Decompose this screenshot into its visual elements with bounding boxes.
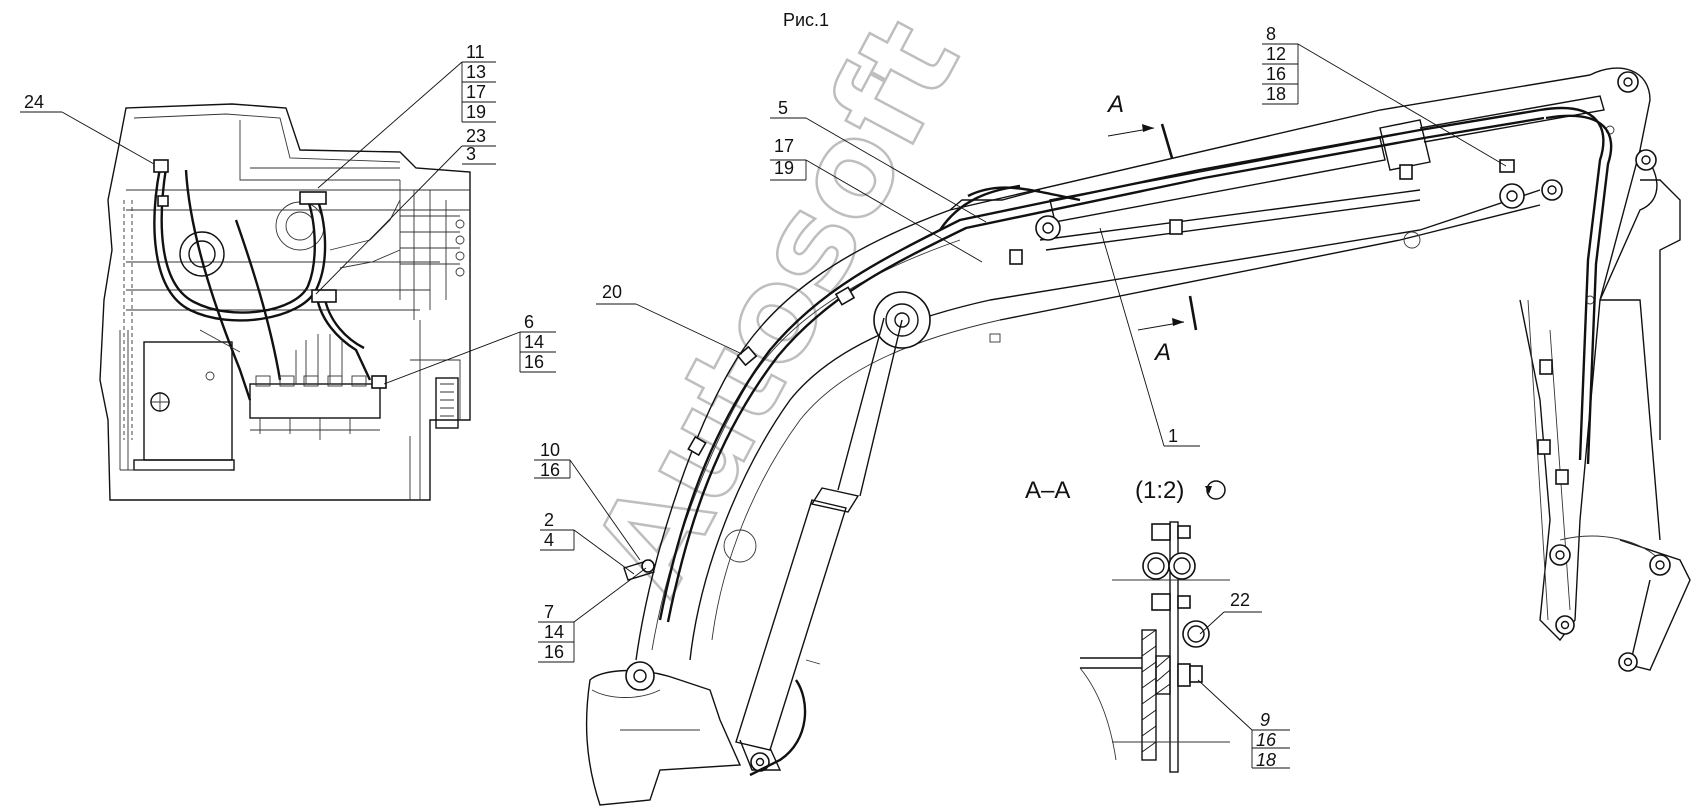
callout-labels: 24 11 13 17 19 23 3 6 14 16 5 17 19 20 1… bbox=[24, 24, 1286, 770]
hatching bbox=[1155, 655, 1171, 695]
callout-16: 16 bbox=[1266, 64, 1286, 84]
callout-16: 16 bbox=[524, 352, 544, 372]
callout-20: 20 bbox=[602, 282, 622, 302]
callout-8: 8 bbox=[1266, 24, 1276, 44]
section-aa-detail: А–А (1:2) bbox=[1025, 477, 1230, 773]
section-cut-markers: А А bbox=[1106, 91, 1198, 366]
callout-9: 9 bbox=[1260, 710, 1270, 730]
callout-leaders bbox=[20, 43, 1507, 769]
callout-19: 19 bbox=[466, 102, 486, 122]
section-arrow-label-bottom: А bbox=[1153, 339, 1171, 366]
callout-24: 24 bbox=[24, 92, 44, 112]
callout-16: 16 bbox=[1256, 730, 1277, 750]
callout-11: 11 bbox=[466, 42, 485, 62]
callout-13: 13 bbox=[466, 62, 486, 82]
callout-17: 17 bbox=[466, 82, 486, 102]
callout-10: 10 bbox=[540, 440, 560, 460]
figure-title: Рис.1 bbox=[783, 10, 829, 30]
callout-19: 19 bbox=[774, 158, 794, 178]
callout-1: 1 bbox=[1168, 426, 1178, 446]
callout-14: 14 bbox=[524, 332, 544, 352]
cab-hydraulic-view bbox=[99, 103, 471, 501]
callout-14: 14 bbox=[544, 622, 564, 642]
callout-12: 12 bbox=[1266, 44, 1286, 64]
callout-18: 18 bbox=[1256, 750, 1276, 770]
callout-23: 23 bbox=[466, 126, 486, 146]
callout-7: 7 bbox=[544, 602, 554, 622]
section-arrow-label-top: А bbox=[1106, 91, 1124, 118]
rotate-icon bbox=[1205, 480, 1226, 500]
hatching bbox=[1141, 629, 1157, 753]
boom-assembly bbox=[585, 67, 1691, 806]
callout-5: 5 bbox=[778, 98, 788, 118]
callout-6: 6 bbox=[524, 312, 534, 332]
callout-18: 18 bbox=[1266, 84, 1286, 104]
callout-2: 2 bbox=[544, 510, 554, 530]
callout-16: 16 bbox=[544, 642, 564, 662]
callout-22: 22 bbox=[1230, 590, 1250, 610]
section-scale: (1:2) bbox=[1135, 477, 1184, 504]
section-label: А–А bbox=[1025, 477, 1070, 504]
callout-17: 17 bbox=[774, 136, 794, 156]
callout-3: 3 bbox=[466, 144, 476, 164]
callout-4: 4 bbox=[544, 530, 554, 550]
callout-16: 16 bbox=[540, 460, 560, 480]
